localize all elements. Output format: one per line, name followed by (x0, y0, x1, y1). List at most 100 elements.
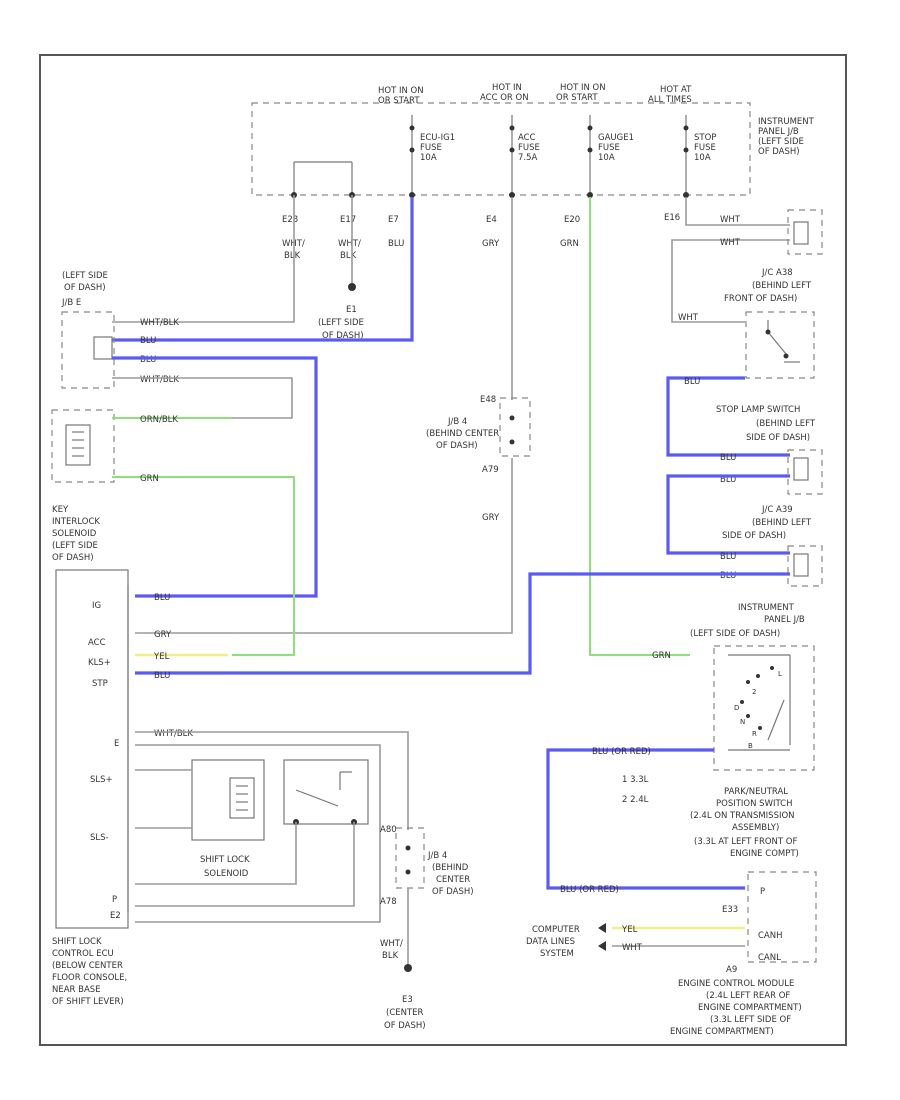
pin-e4: E4 (486, 215, 497, 225)
jc-a39-label-2: (BEHIND LEFT (752, 518, 812, 528)
svg-text:L: L (778, 670, 782, 678)
fuse-2-type: FUSE (518, 143, 540, 153)
wire-color-e20: GRN (560, 239, 579, 249)
fuse-2-name: ACC (518, 133, 536, 143)
shift-lock-ecu-label-2: CONTROL ECU (52, 949, 114, 959)
wire-color-e28-2: BLK (284, 251, 301, 261)
computer-data-lines-2: DATA LINES (526, 937, 575, 947)
ecm-mark: P (760, 887, 765, 897)
ecm-label-1: ENGINE CONTROL MODULE (678, 979, 794, 989)
ecm-label-5: ENGINE COMPARTMENT) (670, 1027, 774, 1037)
left-connector-row-1: WHT/BLK (140, 318, 179, 328)
instrument-panel-jb-line-2: PANEL J/B (758, 127, 799, 137)
ecm-connector-outline (747, 871, 817, 963)
shift-lock-ecu-label-5: NEAR BASE (52, 985, 101, 995)
ecu-wire-acc: GRY (154, 630, 172, 640)
ecu-pin-kls: KLS+ (88, 658, 111, 668)
shift-lock-ecu-label-6: OF SHIFT LEVER) (52, 997, 124, 1007)
svg-text:D: D (734, 704, 739, 712)
shift-lock-switch-outline (283, 759, 369, 825)
svg-text:B: B (748, 742, 753, 750)
pnp-wire: BLU (OR RED) (592, 747, 651, 757)
left-side-dash-line-2: OF DASH) (64, 283, 106, 293)
left-connector-row-3: BLU (140, 355, 156, 365)
pnp-label-6: ENGINE COMPT) (730, 849, 799, 859)
key-interlock-label-1: KEY (52, 505, 69, 515)
fuse-3-type: FUSE (598, 143, 620, 153)
left-jb-connector-outline (61, 311, 115, 389)
instrument-panel-jb-2-wire: GRN (652, 651, 671, 661)
jc-a38-label-3: FRONT OF DASH) (724, 294, 797, 304)
ecm-can-l-pin: CANL (758, 953, 781, 963)
shift-lock-ecu-label-1: SHIFT LOCK (52, 937, 102, 947)
ecm-can-l-wire: WHT (622, 943, 643, 953)
pin-e17: E17 (340, 215, 356, 225)
instrument-panel-jb-2-label-3: (LEFT SIDE OF DASH) (690, 629, 780, 639)
jb4-lower-outline (395, 827, 425, 889)
power-header-1-line-1: HOT IN ON (378, 86, 424, 96)
jb4-lower-label-4: OF DASH) (432, 887, 474, 897)
jc-a38-label-1: J/C A38 (761, 268, 793, 278)
key-interlock-label-5: OF DASH) (52, 553, 94, 563)
fuse-block-outline (251, 102, 751, 196)
ground-e3-label-2: (CENTER (386, 1008, 424, 1018)
fuse-3-name: GAUGE1 (598, 133, 634, 143)
wire-color-e7: BLU (388, 239, 404, 249)
wire-color-e17-1: WHT/ (338, 239, 361, 249)
can-l-arrow (598, 941, 606, 951)
jb4-lower-pin-top: A80 (380, 825, 397, 835)
fuse-4-name: STOP (694, 133, 716, 143)
ecm-wire: BLU (OR RED) (560, 885, 619, 895)
ecm-label-4: (3.3L LEFT SIDE OF (710, 1015, 791, 1025)
power-header-1-line-2: OR START (378, 96, 420, 106)
svg-text:R: R (752, 730, 757, 738)
fuse-1-name: ECU-IG1 (420, 133, 455, 143)
svg-text:2: 2 (752, 688, 756, 696)
pnp-label-4: ASSEMBLY) (732, 823, 779, 833)
right-top-wire-2: WHT (720, 238, 741, 248)
computer-data-lines-1: COMPUTER (532, 925, 580, 935)
jc-a39-label-3: SIDE OF DASH) (722, 531, 786, 541)
instrument-panel-jb-line-4: OF DASH) (758, 147, 800, 157)
jc-a39-wire-3: BLU (720, 552, 736, 562)
ecm-can-h-pin: CANH (758, 931, 783, 941)
shift-lock-solenoid-label-2: SOLENOID (204, 869, 249, 879)
jb4-upper-label-2: (BEHIND CENTER (426, 429, 499, 439)
ground-e3-label-1: E3 (402, 995, 413, 1005)
ecu-pin-e: E (114, 739, 119, 749)
jc-a39-wire-2: BLU (720, 475, 736, 485)
jb4-lower-label-2: (BEHIND (432, 863, 469, 873)
right-top-wht-label: WHT (678, 313, 699, 323)
power-header-2-line-2: ACC OR ON (480, 93, 529, 103)
stop-lamp-switch-outline (745, 311, 815, 379)
power-header-3-line-1: HOT IN ON (560, 83, 606, 93)
fuse-1-type: FUSE (420, 143, 442, 153)
instrument-panel-jb-line-3: (LEFT SIDE (758, 137, 804, 147)
stop-lamp-label-1: STOP LAMP SWITCH (716, 405, 800, 415)
pnp-note-2: 2 2.4L (622, 795, 649, 805)
ground-e3-terminal (404, 964, 412, 972)
jb4-upper-label-1: J/B 4 (447, 417, 467, 427)
fuse-3-rating: 10A (598, 153, 615, 163)
jc-a38-connector (787, 209, 823, 255)
fuse-1-rating: 10A (420, 153, 437, 163)
ground-e1-terminal (348, 283, 356, 291)
ecu-pin-sls-minus: SLS- (90, 833, 109, 843)
pnp-label-1: PARK/NEUTRAL (724, 787, 788, 797)
shift-lock-coil (229, 777, 255, 819)
power-header-4-line-2: ALL TIMES (648, 95, 692, 105)
ecu-pin-e2: E2 (110, 911, 121, 921)
instrument-panel-jb-2-label-1: INSTRUMENT (738, 603, 795, 613)
left-side-dash-line-3: J/B E (61, 298, 81, 308)
left-connector-row-2: BLU (140, 336, 156, 346)
jc-a39-wire-1: BLU (720, 453, 736, 463)
wire-color-e4: GRY (482, 239, 500, 249)
jb4-upper-outline (499, 397, 531, 457)
ecu-wire-stp: BLU (154, 671, 170, 681)
ecu-pin-sls-plus: SLS+ (90, 775, 113, 785)
jb4-upper-pin-bottom: A79 (482, 465, 499, 475)
jc-a38-label-2: (BEHIND LEFT (752, 281, 812, 291)
ground-e3-label-3: OF DASH) (384, 1021, 426, 1031)
right-top-wire-1: WHT (720, 215, 741, 225)
